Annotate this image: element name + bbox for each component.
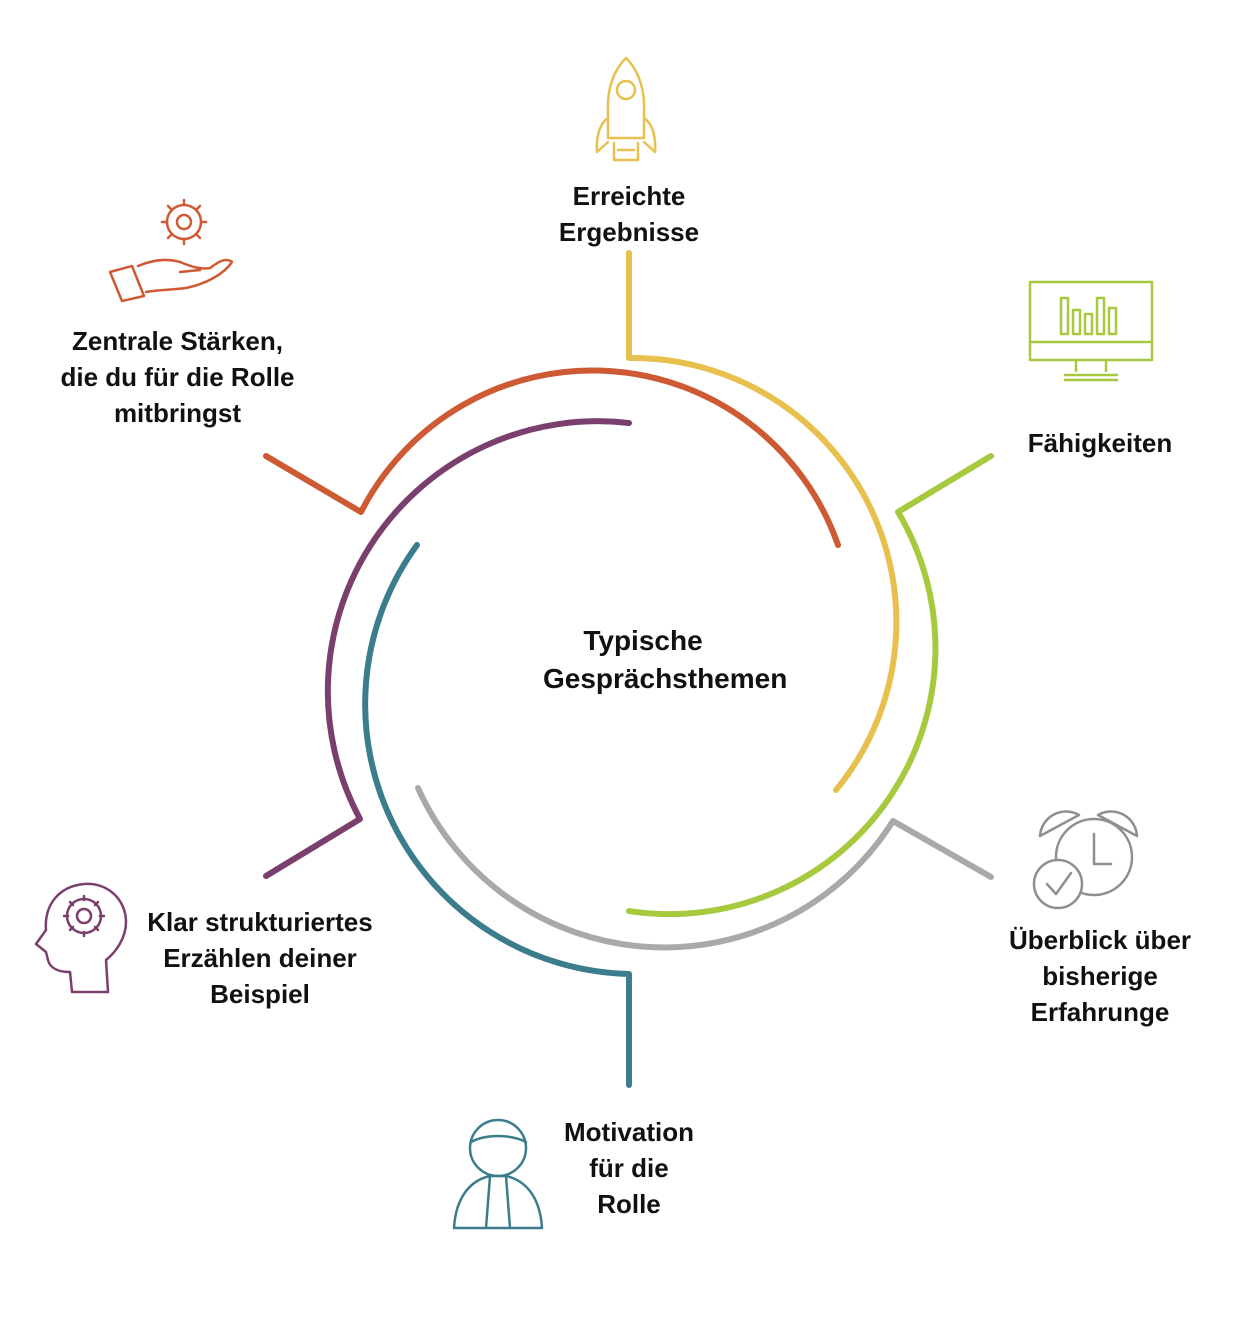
center-title-line-2: Gesprächsthemen — [543, 663, 788, 694]
label-line: Ergebnisse — [558, 217, 700, 247]
label-line: Erfahrunge — [1030, 997, 1170, 1027]
label-line: Zentrale Stärken, — [72, 326, 283, 356]
head-gear-icon — [34, 882, 128, 994]
label-zentrale-staerken: Zentrale Stärken, die du für die Rolle m… — [35, 323, 320, 431]
label-line: bisherige — [1042, 961, 1158, 991]
alarm-clock-check-icon — [1032, 810, 1139, 910]
arc-faehigkeiten — [626, 453, 994, 918]
label-line: Überblick über — [1008, 925, 1192, 955]
hand-gear-icon — [108, 198, 234, 303]
label-line: Motivation — [564, 1117, 694, 1147]
label-line: Fähigkeiten — [1027, 428, 1173, 458]
person-tie-icon — [452, 1118, 544, 1230]
label-line: Rolle — [597, 1189, 661, 1219]
label-line: Erzählen deiner — [163, 943, 357, 973]
arc-ueberblick — [415, 785, 994, 951]
label-motivation: Motivation für die Rolle — [529, 1114, 729, 1222]
center-title-line-1: Typische — [583, 625, 703, 656]
arc-zentrale-staerken — [263, 367, 841, 548]
label-faehigkeiten: Fähigkeiten — [1000, 425, 1200, 461]
label-line: Klar strukturiertes — [147, 907, 373, 937]
label-line: Beispiel — [210, 979, 310, 1009]
monitor-chart-icon — [1028, 280, 1154, 382]
label-ueberblick: Überblick über bisherige Erfahrunge — [985, 922, 1215, 1030]
arc-erreichte-ergebnisse — [626, 250, 900, 793]
label-erreichte-ergebnisse: Erreichte Ergebnisse — [529, 178, 729, 250]
label-klar-strukturiert: Klar strukturiertes Erzählen deiner Beis… — [125, 904, 395, 1012]
center-title: Typische Gesprächsthemen — [543, 622, 788, 698]
label-line: Erreichte — [572, 181, 686, 211]
label-line: die du für die Rolle — [60, 362, 295, 392]
arc-klar-strukturiert — [263, 418, 632, 879]
label-line: für die — [589, 1153, 669, 1183]
rocket-icon — [595, 56, 657, 162]
label-line: mitbringst — [113, 398, 242, 428]
arc-motivation — [362, 542, 632, 1088]
